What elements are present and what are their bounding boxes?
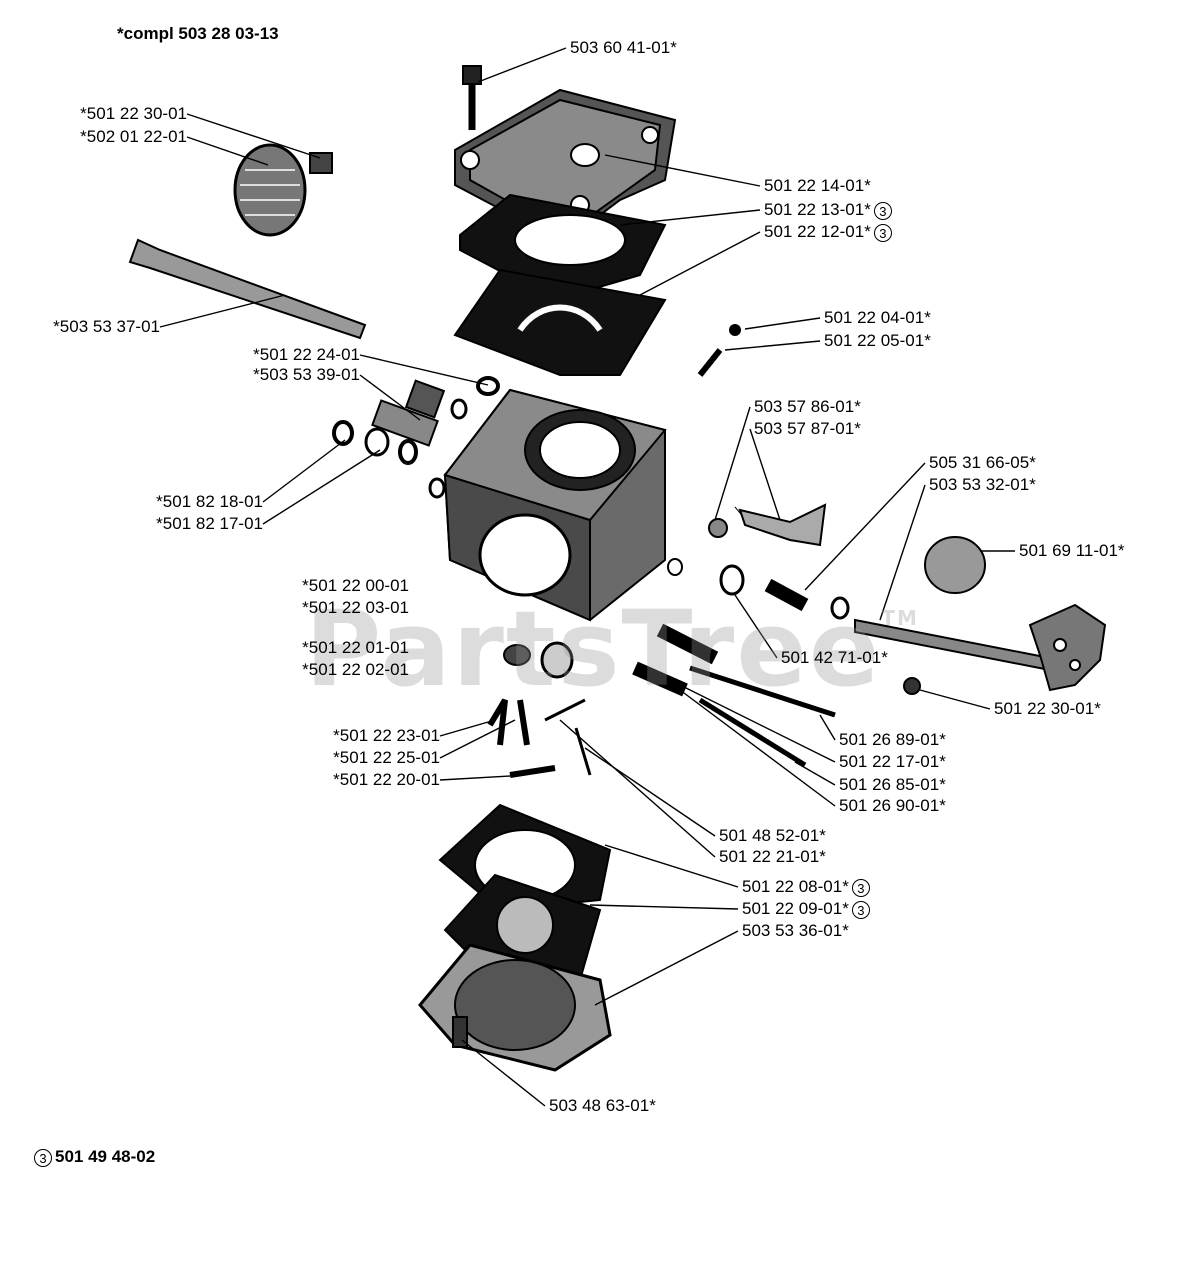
part-label[interactable]: 501 22 21-01* xyxy=(719,847,826,866)
partstree-watermark: PartsTreeTM xyxy=(305,588,919,710)
leader-line xyxy=(159,294,286,328)
part-label[interactable]: 501 26 85-01* xyxy=(839,775,946,794)
leader-line xyxy=(604,844,739,888)
throttle-lever-part xyxy=(1028,603,1107,692)
part-label[interactable]: 501 42 71-01* xyxy=(781,648,888,667)
leader-line xyxy=(714,406,751,521)
part-label[interactable]: *501 22 02-01 xyxy=(302,660,409,679)
kit-symbol: 3 xyxy=(873,223,892,242)
part-label[interactable]: 501 22 12-01*3 xyxy=(764,222,892,242)
choke-shaft-part xyxy=(128,238,367,340)
part-label[interactable]: 503 53 36-01* xyxy=(742,921,849,940)
leader-line xyxy=(734,594,778,659)
part-label[interactable]: 503 53 32-01* xyxy=(929,475,1036,494)
leader-line xyxy=(639,231,761,296)
part-label[interactable]: 503 48 63-01* xyxy=(549,1096,656,1115)
part-label[interactable]: 501 22 14-01* xyxy=(764,176,871,195)
leader-line xyxy=(439,775,511,781)
part-label[interactable]: *503 53 39-01 xyxy=(253,365,360,384)
leader-line xyxy=(186,136,269,166)
part-label[interactable]: 501 22 30-01* xyxy=(994,699,1101,718)
complete-assembly-note: *compl 503 28 03-13 xyxy=(117,24,279,43)
part-label[interactable]: 501 69 11-01* xyxy=(1019,541,1125,560)
leader-line xyxy=(919,689,991,710)
leader-line xyxy=(589,904,739,910)
leader-line xyxy=(262,449,381,525)
part-label[interactable]: *501 22 25-01 xyxy=(333,748,440,767)
part-label[interactable]: 501 22 17-01* xyxy=(839,752,946,771)
part-label[interactable]: *501 22 20-01 xyxy=(333,770,440,789)
part-label[interactable]: 501 22 05-01* xyxy=(824,331,931,350)
leader-line xyxy=(744,317,821,330)
leader-line xyxy=(594,930,739,1006)
leader-line xyxy=(794,761,836,786)
part-label[interactable]: *501 82 18-01 xyxy=(156,492,263,511)
kit-symbol: 3 xyxy=(873,201,892,220)
cover-screw-part xyxy=(462,65,482,130)
leader-line xyxy=(262,439,346,503)
carburetor-body-part xyxy=(443,388,667,622)
leader-line xyxy=(439,719,496,737)
part-label[interactable]: *503 53 37-01 xyxy=(53,317,160,336)
part-label[interactable]: *501 22 03-01 xyxy=(302,598,409,617)
leader-line xyxy=(559,719,716,858)
kit-symbol: 3 xyxy=(851,900,870,919)
high-speed-needle-part xyxy=(689,665,836,718)
part-label[interactable]: 505 31 66-05* xyxy=(929,453,1036,472)
part-label[interactable]: 501 22 08-01*3 xyxy=(742,877,870,897)
part-label[interactable]: *501 22 30-01 xyxy=(80,104,187,123)
strainer-screen-part xyxy=(233,143,307,237)
leader-line xyxy=(679,689,836,807)
part-label[interactable]: 503 57 87-01* xyxy=(754,419,861,438)
part-label[interactable]: *501 22 01-01 xyxy=(302,638,409,657)
leader-line xyxy=(359,374,421,421)
leader-line xyxy=(584,747,716,837)
part-label[interactable]: 501 48 52-01* xyxy=(719,826,826,845)
leader-line xyxy=(679,684,836,763)
part-label[interactable]: 501 26 90-01* xyxy=(839,796,946,815)
leader-line xyxy=(477,47,567,83)
leader-line xyxy=(604,154,761,187)
idle-screw-part xyxy=(738,503,827,547)
leader-line xyxy=(439,719,516,759)
leader-line xyxy=(461,1039,546,1107)
leader-line xyxy=(186,113,321,159)
leader-line xyxy=(749,428,781,521)
part-label[interactable]: *501 22 00-01 xyxy=(302,576,409,595)
part-label[interactable]: *501 22 24-01 xyxy=(253,345,360,364)
leader-line xyxy=(804,462,926,591)
leader-line xyxy=(619,209,761,226)
part-label[interactable]: *501 82 17-01 xyxy=(156,514,263,533)
leader-line xyxy=(879,484,926,621)
low-speed-needle-part xyxy=(698,697,807,768)
part-label[interactable]: *501 22 23-01 xyxy=(333,726,440,745)
top-diaphragm-part xyxy=(453,268,667,376)
leader-line xyxy=(724,340,821,351)
part-label[interactable]: *502 01 22-01 xyxy=(80,127,187,146)
kit-symbol: 3 xyxy=(34,1148,52,1167)
kit-symbol: 3 xyxy=(851,878,870,897)
leader-line xyxy=(819,714,836,741)
part-label[interactable]: 501 22 13-01*3 xyxy=(764,200,892,220)
throttle-plate-part xyxy=(924,536,986,594)
part-label[interactable]: 503 60 41-01* xyxy=(570,38,677,57)
part-label[interactable]: 501 22 09-01*3 xyxy=(742,899,870,919)
part-label[interactable]: 503 57 86-01* xyxy=(754,397,861,416)
leader-line xyxy=(359,354,489,386)
part-label[interactable]: 501 26 89-01* xyxy=(839,730,946,749)
part-label[interactable]: 501 22 04-01* xyxy=(824,308,931,327)
